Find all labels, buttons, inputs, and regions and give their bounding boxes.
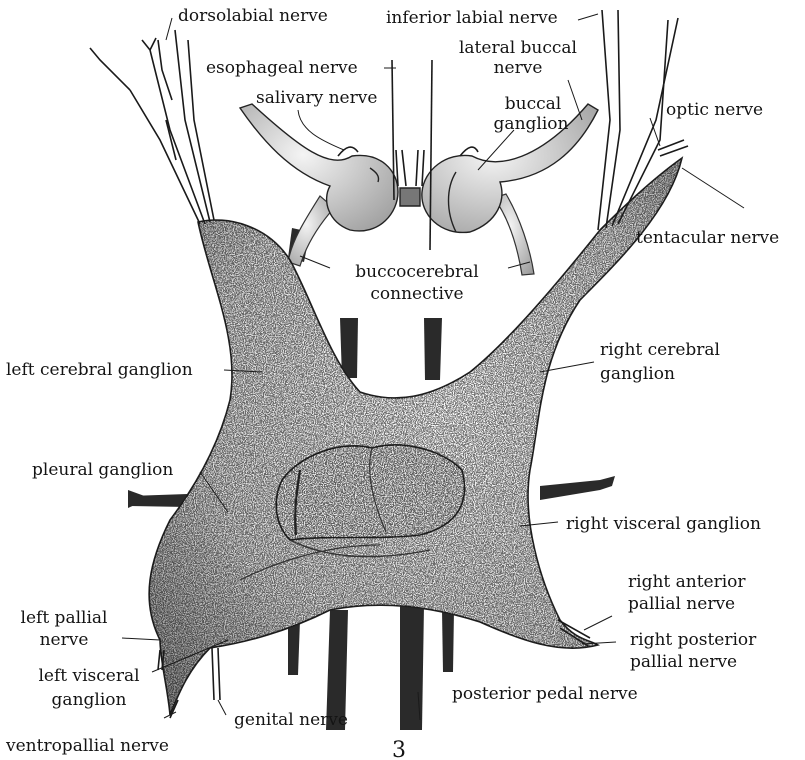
label-left-pallial-nerve-line2: nerve — [14, 630, 114, 650]
label-lateral-buccal-nerve-line2: nerve — [448, 58, 588, 78]
label-left-pallial-nerve-line1: left pallial — [14, 608, 114, 628]
label-buccocerebral-connective-line1: buccocerebral — [322, 262, 512, 282]
label-lateral-buccal-nerve-line1: lateral buccal — [448, 38, 588, 58]
label-right-posterior-pallial-nerve-line2: pallial nerve — [630, 652, 737, 672]
label-buccal-ganglion-line2: ganglion — [476, 114, 586, 134]
label-genital-nerve: genital nerve — [234, 710, 348, 730]
label-pleural-ganglion: pleural ganglion — [32, 460, 173, 480]
label-posterior-pedal-nerve: posterior pedal nerve — [452, 684, 638, 704]
label-inferior-labial-nerve: inferior labial nerve — [386, 8, 558, 28]
label-esophageal-nerve: esophageal nerve — [206, 58, 358, 78]
label-buccal-ganglion-line1: buccal — [488, 94, 578, 114]
label-left-visceral-ganglion-line1: left visceral — [24, 666, 154, 686]
label-left-visceral-ganglion-line2: ganglion — [24, 690, 154, 710]
label-left-cerebral-ganglion: left cerebral ganglion — [6, 360, 193, 380]
figure-number: 3 — [392, 738, 406, 760]
label-right-anterior-pallial-nerve-line2: pallial nerve — [628, 594, 735, 614]
label-tentacular-nerve: tentacular nerve — [636, 228, 779, 248]
label-optic-nerve: optic nerve — [666, 100, 763, 120]
label-dorsolabial-nerve: dorsolabial nerve — [178, 6, 328, 26]
label-right-anterior-pallial-nerve-line1: right anterior — [628, 572, 746, 592]
label-right-cerebral-ganglion-line2: ganglion — [600, 364, 675, 384]
label-salivary-nerve: salivary nerve — [256, 88, 377, 108]
label-right-visceral-ganglion: right visceral ganglion — [566, 514, 761, 534]
label-right-cerebral-ganglion-line1: right cerebral — [600, 340, 720, 360]
label-ventropallial-nerve: ventropallial nerve — [6, 736, 169, 756]
label-right-posterior-pallial-nerve-line1: right posterior — [630, 630, 756, 650]
label-buccocerebral-connective-line2: connective — [322, 284, 512, 304]
